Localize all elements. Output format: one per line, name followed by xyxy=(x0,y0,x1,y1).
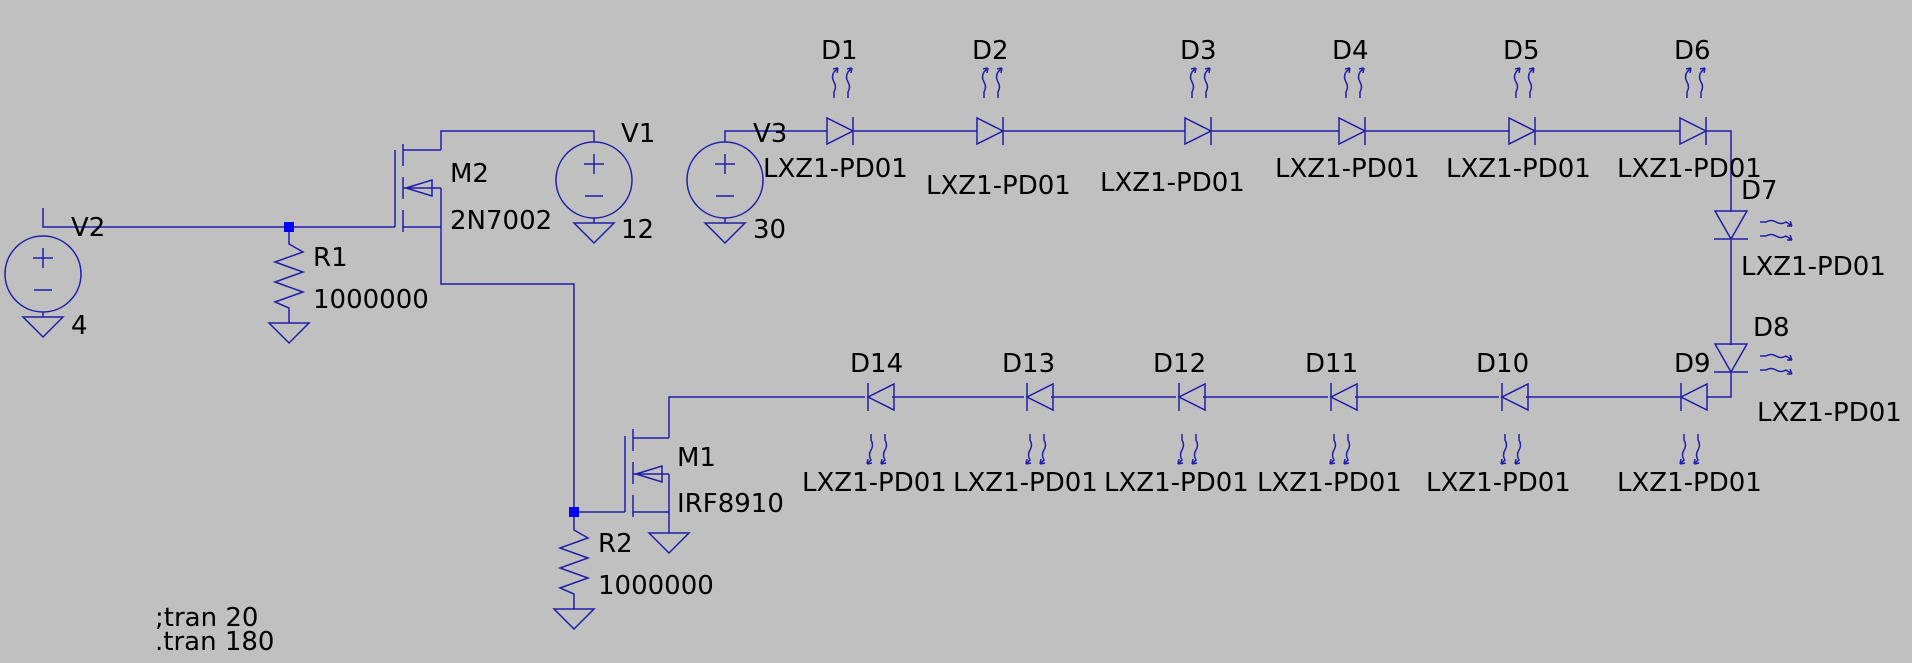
component-value: LXZ1-PD01 xyxy=(1275,154,1420,184)
component-value: LXZ1-PD01 xyxy=(763,154,908,184)
component-ref: V1 xyxy=(621,119,655,149)
junction-dot xyxy=(569,507,579,517)
component-ref: D9 xyxy=(1674,349,1711,379)
led-d9[interactable]: D9 LXZ1-PD01 xyxy=(1617,349,1762,498)
component-ref: M1 xyxy=(677,443,716,473)
resistor-r2[interactable]: R2 1000000 xyxy=(553,524,714,630)
led-d12[interactable]: D12 LXZ1-PD01 xyxy=(1104,349,1249,498)
component-ref: V2 xyxy=(71,213,105,243)
mosfet-m2[interactable]: M2 2N7002 xyxy=(394,144,552,236)
component-ref: D7 xyxy=(1741,176,1778,206)
voltage-source-v1[interactable]: V1 12 xyxy=(555,119,655,245)
component-ref: V3 xyxy=(753,119,787,149)
component-value: LXZ1-PD01 xyxy=(1426,468,1571,498)
component-ref: R2 xyxy=(598,529,633,559)
component-value: 12 xyxy=(621,215,654,245)
voltage-source-v3[interactable]: V3 30 xyxy=(686,119,787,245)
component-value: LXZ1-PD01 xyxy=(1446,154,1591,184)
component-value: LXZ1-PD01 xyxy=(953,468,1098,498)
component-ref: D14 xyxy=(850,349,903,379)
component-ref: D4 xyxy=(1332,36,1369,66)
component-value: LXZ1-PD01 xyxy=(802,468,947,498)
component-ref: D13 xyxy=(1002,349,1055,379)
led-d14[interactable]: D14 LXZ1-PD01 xyxy=(802,349,947,498)
led-d13[interactable]: D13 LXZ1-PD01 xyxy=(953,349,1098,498)
mosfet-m1[interactable]: M1 IRF8910 xyxy=(624,429,784,554)
component-ref: M2 xyxy=(450,159,489,189)
component-ref: D12 xyxy=(1153,349,1206,379)
component-value: 4 xyxy=(71,311,88,341)
component-value: IRF8910 xyxy=(677,489,784,519)
component-ref: D1 xyxy=(821,36,858,66)
led-d8[interactable]: D8 LXZ1-PD01 xyxy=(1713,313,1902,428)
component-value: LXZ1-PD01 xyxy=(926,171,1071,201)
spice-directives[interactable]: ;tran 20 .tran 180 xyxy=(155,603,274,657)
led-d4[interactable]: D4 LXZ1-PD01 xyxy=(1275,36,1420,184)
resistor-r1[interactable]: R1 1000000 xyxy=(268,240,429,344)
led-d7[interactable]: D7 LXZ1-PD01 xyxy=(1713,176,1886,282)
led-d6[interactable]: D6 LXZ1-PD01 xyxy=(1617,36,1762,184)
component-value: LXZ1-PD01 xyxy=(1617,154,1762,184)
led-d10[interactable]: D10 LXZ1-PD01 xyxy=(1426,349,1571,498)
led-d5[interactable]: D5 LXZ1-PD01 xyxy=(1446,36,1591,184)
component-ref: D5 xyxy=(1503,36,1540,66)
component-ref: D6 xyxy=(1674,36,1711,66)
component-value: LXZ1-PD01 xyxy=(1257,468,1402,498)
junction-dot xyxy=(284,222,294,232)
led-d1[interactable]: D1 LXZ1-PD01 xyxy=(763,36,908,184)
component-value: LXZ1-PD01 xyxy=(1757,398,1902,428)
component-value: LXZ1-PD01 xyxy=(1741,252,1886,282)
component-value: 30 xyxy=(753,215,786,245)
led-d11[interactable]: D11 LXZ1-PD01 xyxy=(1257,349,1402,498)
directive-comment[interactable]: ;tran 20 xyxy=(155,603,258,633)
component-ref: D2 xyxy=(972,36,1009,66)
component-ref: D10 xyxy=(1476,349,1529,379)
component-value: 1000000 xyxy=(598,571,714,601)
component-ref: R1 xyxy=(313,243,348,273)
component-ref: D11 xyxy=(1305,349,1358,379)
directive-tran[interactable]: .tran 180 xyxy=(155,627,274,657)
component-value: LXZ1-PD01 xyxy=(1617,468,1762,498)
component-ref: D3 xyxy=(1180,36,1217,66)
component-value: LXZ1-PD01 xyxy=(1104,468,1249,498)
wires xyxy=(42,130,1732,524)
led-d2[interactable]: D2 LXZ1-PD01 xyxy=(926,36,1071,201)
led-d3[interactable]: D3 LXZ1-PD01 xyxy=(1100,36,1245,198)
component-value: 2N7002 xyxy=(450,206,552,236)
component-ref: D8 xyxy=(1753,313,1790,343)
component-value: 1000000 xyxy=(313,285,429,315)
junctions xyxy=(284,222,579,517)
component-value: LXZ1-PD01 xyxy=(1100,168,1245,198)
voltage-source-v2[interactable]: V2 4 xyxy=(4,213,105,341)
